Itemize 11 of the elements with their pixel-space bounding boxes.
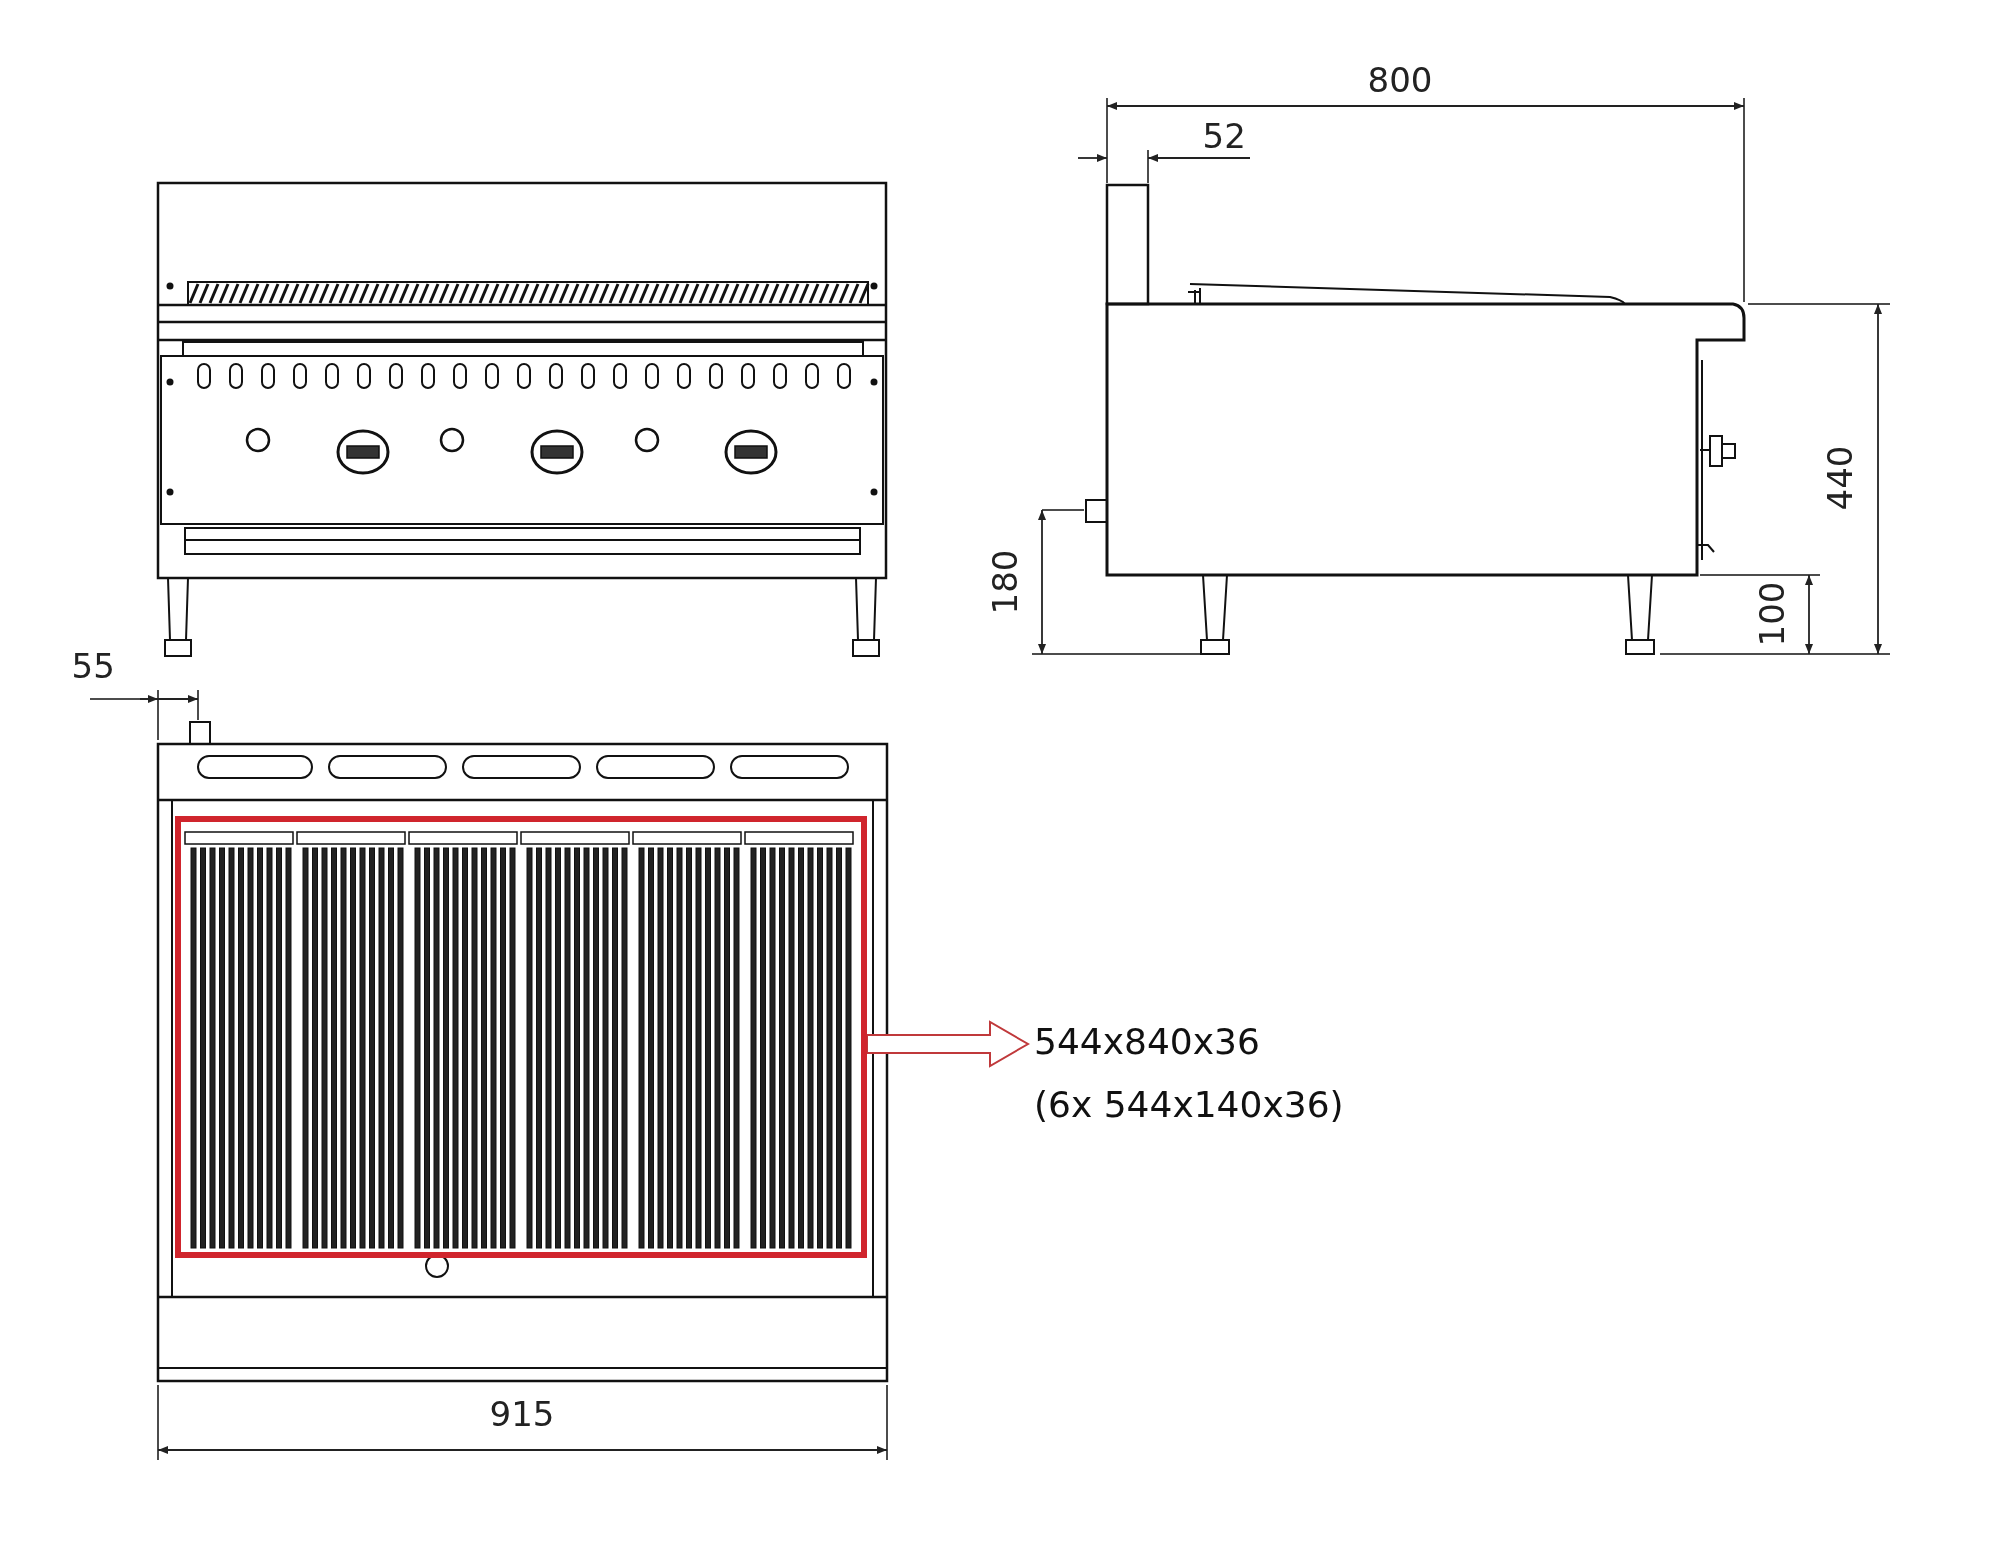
arrow [866, 1020, 1030, 1068]
dimension-label: 180 [987, 549, 1022, 615]
dimension-label: 52 [1202, 119, 1246, 153]
dimension-label: 915 [489, 1397, 555, 1431]
dimension-label: 55 [71, 649, 115, 683]
highlight-frame [175, 816, 867, 1258]
dimension-note: (6x 544x140x36) [1034, 1083, 1344, 1127]
dimension-label: 440 [1822, 445, 1857, 511]
dimension-note: 544x840x36 [1034, 1020, 1261, 1064]
dimension-label: 100 [1754, 581, 1789, 647]
dimension-label: 800 [1367, 63, 1433, 97]
